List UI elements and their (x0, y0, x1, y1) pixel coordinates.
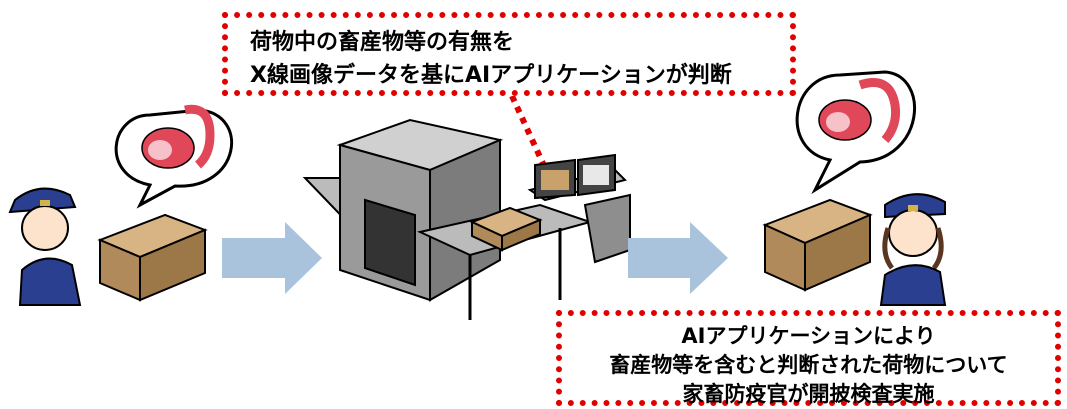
arrow-right (628, 222, 728, 294)
left-officer-figure (8, 187, 82, 306)
right-thought-bubble (795, 70, 917, 195)
callout-top: 荷物中の畜産物等の有無を X線画像データを基にAIアプリケーションが判断 (222, 12, 796, 96)
callout-bottom-line-3: 家畜防疫官が開披検査実施 (682, 382, 935, 406)
left-package-box (97, 213, 208, 302)
callout-bottom-line-1: AIアプリケーションにより (681, 324, 936, 348)
xray-machine (302, 118, 594, 320)
callout-bottom: AIアプリケーションにより 畜産物等を含むと判断された荷物について 家畜防疫官が… (556, 310, 1061, 406)
callout-bottom-line-2: 畜産物等を含むと判断された荷物について (609, 353, 1008, 377)
console-monitors (527, 153, 631, 264)
callout-top-line-1: 荷物中の畜産物等の有無を (250, 30, 515, 55)
arrow-left (222, 222, 322, 294)
left-thought-bubble (114, 104, 234, 209)
right-package-box (762, 198, 873, 292)
callout-top-line-2: X線画像データを基にAIアプリケーションが判断 (250, 63, 732, 88)
callout-connector (509, 94, 549, 172)
right-officer-figure (879, 193, 947, 306)
